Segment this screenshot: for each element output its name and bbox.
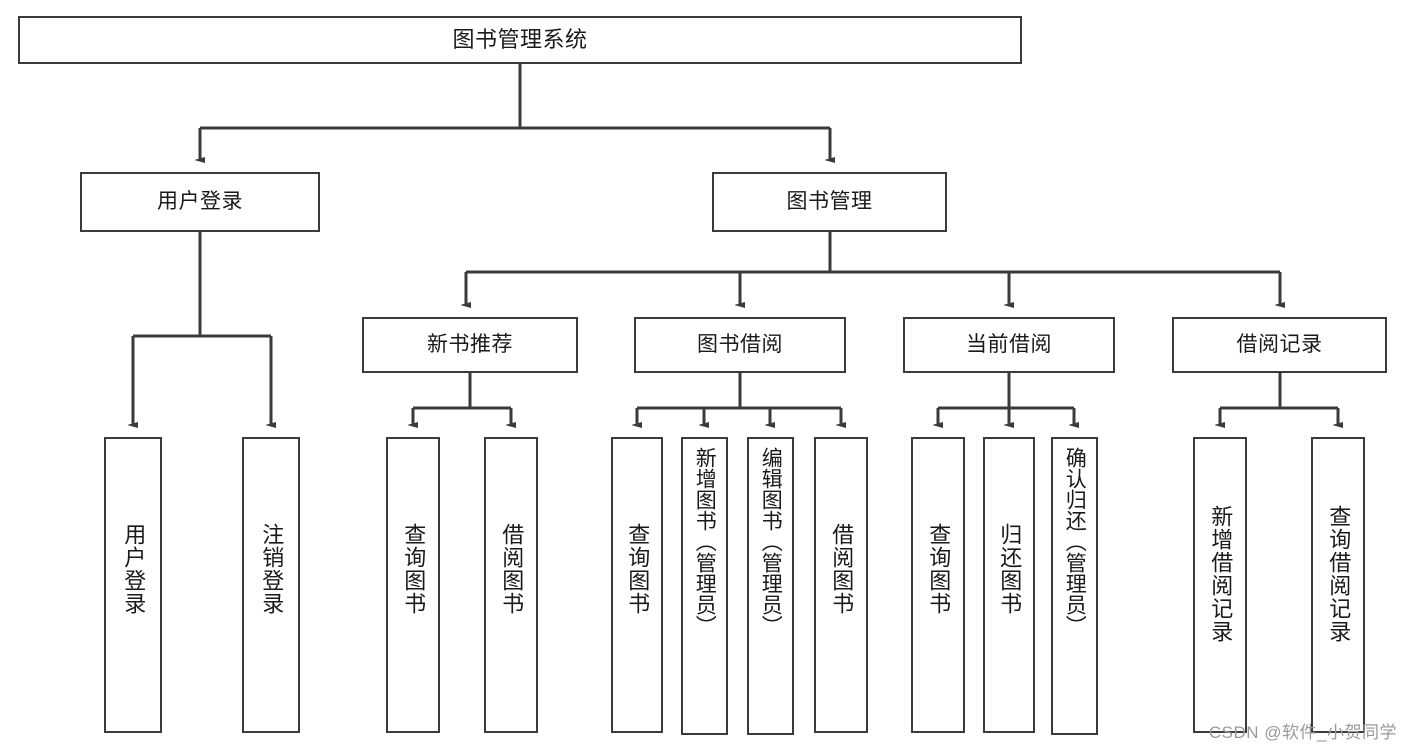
node-leaf-confirm-return-admin-label: 确认归还（管理员） [1063, 447, 1087, 636]
node-leaf-query-borrow-record[interactable]: 查询借阅记录 [1311, 437, 1365, 733]
node-leaf-edit-book-admin[interactable]: 编辑图书（管理员） [747, 437, 794, 735]
node-leaf-return-book[interactable]: 归还图书 [983, 437, 1035, 733]
node-leaf-borrow-book-2-label: 借阅图书 [829, 523, 855, 615]
node-leaf-borrow-book-2[interactable]: 借阅图书 [814, 437, 868, 733]
node-leaf-user-logout-label: 注销登录 [259, 523, 285, 615]
node-leaf-query-book-2[interactable]: 查询图书 [611, 437, 663, 733]
node-leaf-add-book-admin-label: 新增图书（管理员） [693, 447, 717, 636]
node-leaf-query-book-1[interactable]: 查询图书 [386, 437, 440, 733]
node-borrow-record-label: 借阅记录 [1236, 333, 1323, 357]
node-book-manage[interactable]: 图书管理 [712, 172, 947, 232]
node-leaf-query-book-3-label: 查询图书 [926, 523, 952, 615]
node-new-book-rec[interactable]: 新书推荐 [362, 317, 578, 373]
node-leaf-add-borrow-record[interactable]: 新增借阅记录 [1193, 437, 1247, 733]
node-current-borrow[interactable]: 当前借阅 [903, 317, 1115, 373]
node-leaf-user-login[interactable]: 用户登录 [104, 437, 162, 733]
node-leaf-query-book-3[interactable]: 查询图书 [911, 437, 965, 733]
node-leaf-add-borrow-record-label: 新增借阅记录 [1208, 505, 1234, 643]
node-leaf-borrow-book-1[interactable]: 借阅图书 [484, 437, 538, 733]
node-current-borrow-label: 当前借阅 [966, 333, 1052, 357]
node-leaf-return-book-label: 归还图书 [997, 523, 1023, 615]
node-user-login[interactable]: 用户登录 [80, 172, 320, 232]
node-leaf-user-login-label: 用户登录 [121, 523, 147, 615]
node-root-label: 图书管理系统 [452, 26, 588, 52]
node-leaf-borrow-book-1-label: 借阅图书 [499, 523, 525, 615]
node-leaf-edit-book-admin-label: 编辑图书（管理员） [759, 447, 783, 636]
node-book-manage-label: 图书管理 [786, 190, 873, 214]
node-new-book-rec-label: 新书推荐 [427, 333, 513, 357]
node-root[interactable]: 图书管理系统 [18, 16, 1022, 64]
node-leaf-add-book-admin[interactable]: 新增图书（管理员） [681, 437, 728, 735]
watermark: CSDN @软件_小贺同学 [1208, 723, 1397, 742]
node-leaf-query-book-2-label: 查询图书 [625, 523, 651, 615]
node-borrow-record[interactable]: 借阅记录 [1172, 317, 1387, 373]
node-leaf-user-logout[interactable]: 注销登录 [242, 437, 300, 733]
node-user-login-label: 用户登录 [157, 190, 243, 214]
node-book-borrow[interactable]: 图书借阅 [634, 317, 846, 373]
node-leaf-confirm-return-admin[interactable]: 确认归还（管理员） [1051, 437, 1098, 735]
node-leaf-query-borrow-record-label: 查询借阅记录 [1326, 505, 1352, 643]
node-leaf-query-book-1-label: 查询图书 [401, 523, 427, 615]
node-book-borrow-label: 图书借阅 [697, 333, 783, 357]
